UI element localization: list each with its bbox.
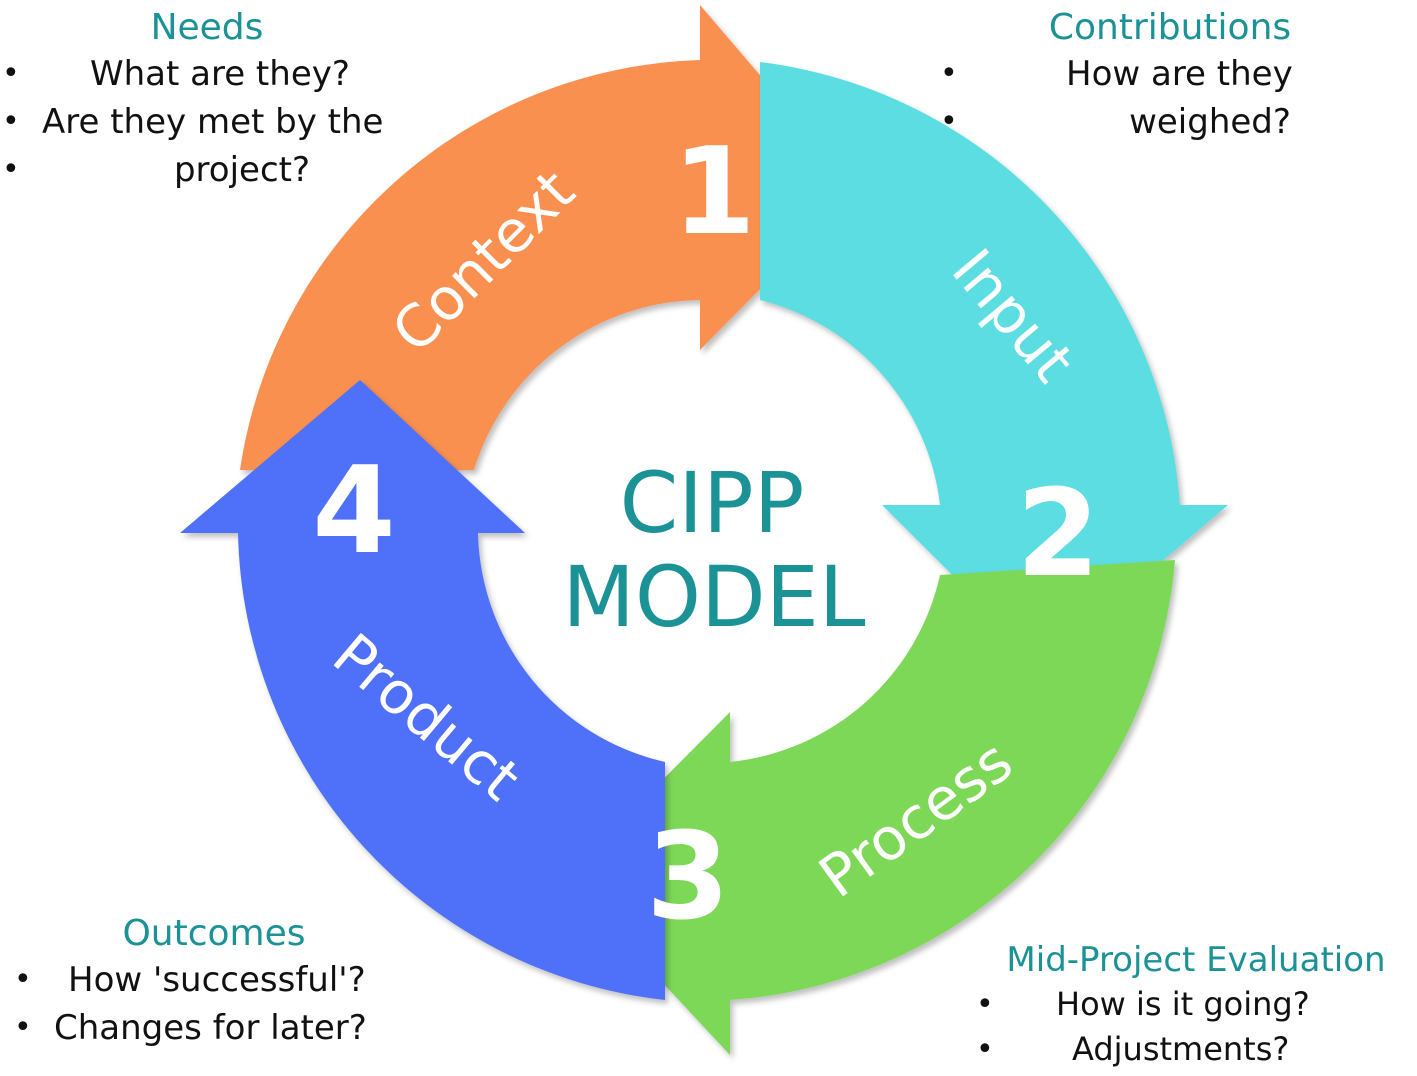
mid-project-note: Mid-Project Evaluation How is it going? … bbox=[976, 938, 1416, 1072]
needs-item-2: Are they met by the bbox=[42, 102, 384, 142]
list-item-continuation: weighed? bbox=[940, 98, 1360, 146]
list-item: How is it going? bbox=[976, 982, 1416, 1027]
mid-project-list: How is it going? Adjustments? bbox=[976, 982, 1416, 1072]
contributions-note: Contributions How are they weighed? bbox=[940, 6, 1360, 146]
stage-2-number: 2 bbox=[1016, 465, 1100, 604]
outcomes-item-2: Changes for later? bbox=[54, 1008, 367, 1048]
stage-3-number: 3 bbox=[646, 808, 730, 947]
list-item-continuation: project? bbox=[2, 146, 442, 194]
list-item: Adjustments? bbox=[976, 1027, 1416, 1072]
center-title-line1: CIPP bbox=[620, 454, 805, 552]
stage-1-number: 1 bbox=[672, 123, 756, 262]
contributions-item-1-continued: weighed? bbox=[1129, 102, 1291, 142]
outcomes-list: How 'successful'? Changes for later? bbox=[14, 956, 454, 1052]
needs-item-1: What are they? bbox=[90, 54, 350, 94]
process-arrow bbox=[565, 560, 1175, 1055]
context-arrow bbox=[240, 5, 858, 470]
outcomes-item-1: How 'successful'? bbox=[68, 960, 366, 1000]
contributions-title: Contributions bbox=[1048, 7, 1292, 48]
center-title-line2: MODEL bbox=[562, 548, 865, 646]
contributions-item-1: How are they bbox=[1066, 54, 1293, 94]
mid-project-item-2: Adjustments? bbox=[1072, 1030, 1290, 1068]
mid-project-title: Mid-Project Evaluation bbox=[1006, 940, 1386, 980]
outcomes-title: Outcomes bbox=[122, 913, 306, 954]
list-item: What are they? bbox=[2, 50, 442, 98]
list-item: How 'successful'? bbox=[14, 956, 454, 1004]
contributions-list: How are they weighed? bbox=[940, 50, 1360, 146]
needs-title: Needs bbox=[150, 7, 264, 48]
mid-project-item-1: How is it going? bbox=[1056, 985, 1310, 1023]
list-item: How are they bbox=[940, 50, 1360, 98]
input-arrow bbox=[760, 62, 1228, 664]
needs-list: What are they? Are they met by the proje… bbox=[2, 50, 442, 194]
needs-item-2-continued: project? bbox=[173, 150, 311, 190]
list-item: Changes for later? bbox=[14, 1004, 454, 1052]
stage-4-number: 4 bbox=[312, 442, 396, 581]
outcomes-note: Outcomes How 'successful'? Changes for l… bbox=[14, 912, 454, 1052]
list-item: Are they met by the bbox=[2, 98, 442, 146]
needs-note: Needs What are they? Are they met by the… bbox=[2, 6, 442, 194]
product-arrow bbox=[180, 380, 665, 1000]
